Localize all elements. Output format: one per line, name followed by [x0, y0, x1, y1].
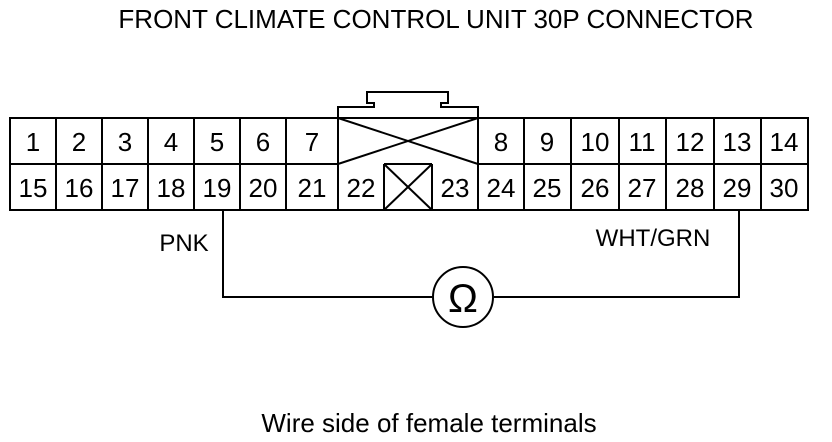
pin-30: 30 [770, 173, 799, 203]
pin-24: 24 [487, 173, 516, 203]
blocked-cavity-bottom [383, 163, 433, 211]
pin-10: 10 [581, 127, 610, 157]
pin-4: 4 [164, 127, 178, 157]
diagram-caption: Wire side of female terminals [261, 408, 596, 438]
wire-color-left: PNK [159, 230, 208, 257]
pin-1: 1 [26, 127, 40, 157]
pin-3: 3 [118, 127, 132, 157]
test-lead-wire [222, 210, 740, 298]
pin-20: 20 [249, 173, 278, 203]
pin-row-top: 1 2 3 4 5 6 7 8 9 10 11 12 13 14 [26, 127, 799, 157]
pin-row-bottom: 15 16 17 18 19 20 21 22 23 24 25 26 27 2… [19, 173, 799, 203]
pin-8: 8 [494, 127, 508, 157]
pin-28: 28 [676, 173, 705, 203]
pin-18: 18 [157, 173, 186, 203]
pin-26: 26 [581, 173, 610, 203]
pin-9: 9 [540, 127, 554, 157]
pin-13: 13 [723, 127, 752, 157]
pin-21: 21 [298, 173, 327, 203]
pin-27: 27 [628, 173, 657, 203]
pin-19: 19 [203, 173, 232, 203]
pin-15: 15 [19, 173, 48, 203]
pin-25: 25 [533, 173, 562, 203]
connector-latch [337, 91, 479, 118]
pin-23: 23 [441, 173, 470, 203]
pin-16: 16 [65, 173, 94, 203]
ohm-symbol: Ω [448, 277, 478, 321]
pin-6: 6 [256, 127, 270, 157]
diagram-title: FRONT CLIMATE CONTROL UNIT 30P CONNECTOR [118, 4, 753, 34]
pin-12: 12 [676, 127, 705, 157]
pin-29: 29 [723, 173, 752, 203]
pin-5: 5 [210, 127, 224, 157]
pin-2: 2 [72, 127, 86, 157]
pin-11: 11 [629, 127, 656, 157]
pin-7: 7 [305, 127, 319, 157]
pin-17: 17 [111, 173, 140, 203]
pin-22: 22 [347, 173, 376, 203]
pin-14: 14 [770, 127, 799, 157]
wire-color-right: WHT/GRN [596, 225, 711, 252]
blocked-cavity-top [337, 117, 479, 165]
ohmmeter-icon: Ω [432, 266, 494, 328]
